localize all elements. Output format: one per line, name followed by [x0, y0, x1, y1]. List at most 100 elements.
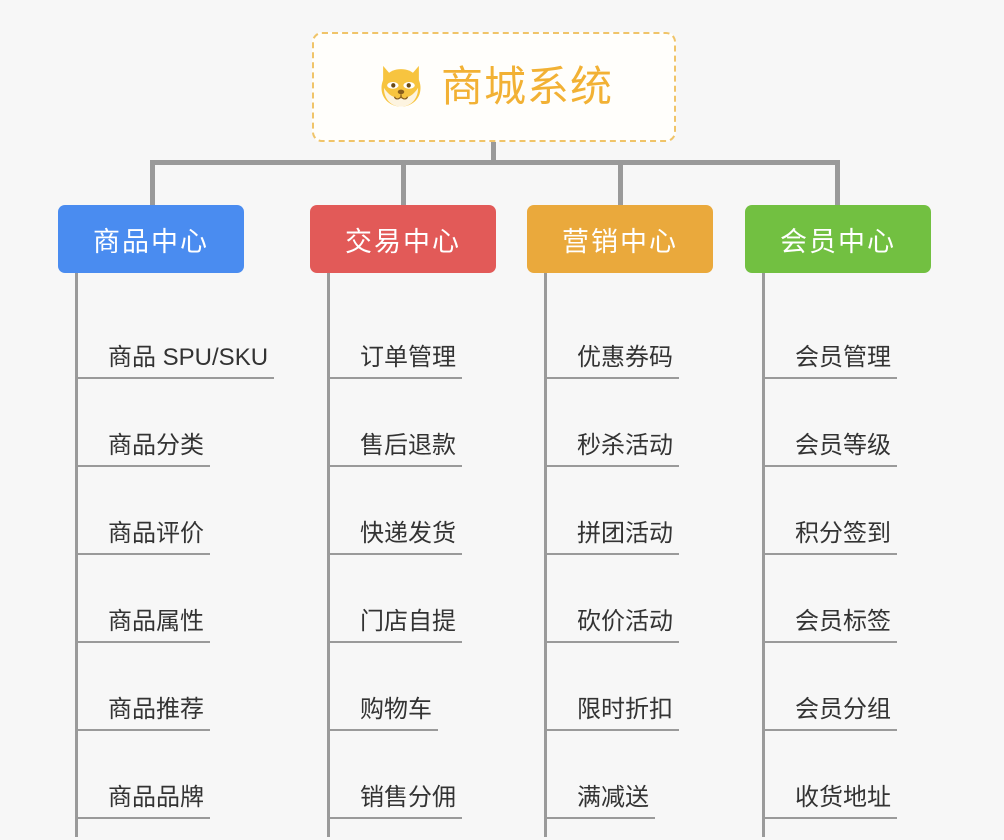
branch-label-4: 会员中心	[780, 226, 896, 257]
leaf-rule	[75, 729, 210, 731]
leaf-item[interactable]: 会员标签	[745, 555, 960, 643]
leaf-label: 会员分组	[795, 695, 891, 723]
leaf-rule	[75, 641, 210, 643]
leaf-rule	[762, 465, 897, 467]
leaf-item[interactable]: 积分签到	[745, 467, 960, 555]
leaf-rule	[327, 465, 462, 467]
leaf-item[interactable]: 砍价活动	[527, 555, 742, 643]
leaf-label: 商品推荐	[108, 695, 204, 723]
leaf-label: 会员标签	[795, 607, 891, 635]
leaf-rule	[544, 377, 679, 379]
leaf-label: 快递发货	[360, 519, 456, 547]
leaf-rule	[544, 641, 679, 643]
leaf-rule	[544, 465, 679, 467]
leaf-label: 会员等级	[795, 431, 891, 459]
leaf-label: 积分签到	[795, 519, 891, 547]
leaf-item[interactable]: 商品属性	[58, 555, 308, 643]
branch-column-2: 交易中心 订单管理 售后退款 快递发货 门店自提 购物车	[310, 205, 525, 837]
leaf-label: 收货地址	[795, 783, 891, 811]
branch-spine-4	[762, 273, 765, 837]
leaf-item[interactable]: 会员分组	[745, 643, 960, 731]
connector-root-stem	[491, 142, 496, 164]
leaf-rule	[762, 553, 897, 555]
branch-header-2[interactable]: 交易中心	[310, 205, 496, 273]
leaf-rule	[75, 465, 210, 467]
branch-label-3: 营销中心	[562, 226, 678, 257]
leaf-rule	[327, 553, 462, 555]
leaf-item[interactable]: 售后退款	[310, 379, 525, 467]
branch-spine-2	[327, 273, 330, 837]
leaf-label: 商品分类	[108, 431, 204, 459]
leaf-label: 门店自提	[360, 607, 456, 635]
leaf-label: 满减送	[577, 783, 649, 811]
leaf-rule	[75, 377, 274, 379]
root-title: 商城系统	[440, 63, 613, 110]
leaf-rule	[327, 817, 462, 819]
leaf-rule	[544, 729, 679, 731]
leaf-item[interactable]: 商品分类	[58, 379, 308, 467]
leaf-label: 砍价活动	[577, 607, 673, 635]
leaf-list-4: 会员管理 会员等级 积分签到 会员标签 会员分组 收货地址	[745, 273, 960, 819]
connector-drop-1	[150, 160, 155, 205]
leaf-item[interactable]: 优惠券码	[527, 291, 742, 379]
leaf-rule	[762, 377, 897, 379]
leaf-list-3: 优惠券码 秒杀活动 拼团活动 砍价活动 限时折扣 满减送	[527, 273, 742, 819]
connector-drop-4	[835, 160, 840, 205]
leaf-label: 售后退款	[360, 431, 456, 459]
root-node[interactable]: 商城系统	[312, 32, 676, 142]
leaf-rule	[327, 729, 438, 731]
leaf-item[interactable]: 商品品牌	[58, 731, 308, 819]
leaf-label: 购物车	[360, 695, 432, 723]
leaf-rule	[762, 729, 897, 731]
leaf-rule	[75, 553, 210, 555]
leaf-label: 优惠券码	[577, 343, 673, 371]
leaf-label: 拼团活动	[577, 519, 673, 547]
branch-label-2: 交易中心	[345, 226, 461, 257]
branch-spine-3	[544, 273, 547, 837]
leaf-label: 订单管理	[360, 343, 456, 371]
leaf-label: 商品 SPU/SKU	[108, 343, 269, 371]
leaf-label: 会员管理	[795, 343, 891, 371]
leaf-rule	[762, 641, 897, 643]
branch-header-1[interactable]: 商品中心	[58, 205, 244, 273]
connector-drop-3	[618, 160, 623, 205]
branch-column-3: 营销中心 优惠券码 秒杀活动 拼团活动 砍价活动 限时折扣	[527, 205, 742, 837]
branch-header-3[interactable]: 营销中心	[527, 205, 713, 273]
leaf-rule	[327, 641, 462, 643]
branch-column-1: 商品中心 商品 SPU/SKU 商品分类 商品评价 商品属性 商品推荐	[58, 205, 308, 837]
leaf-item[interactable]: 购物车	[310, 643, 525, 731]
connector-horizontal-bus	[150, 160, 840, 165]
leaf-list-1: 商品 SPU/SKU 商品分类 商品评价 商品属性 商品推荐 商品品牌	[58, 273, 308, 819]
leaf-label: 销售分佣	[360, 783, 456, 811]
leaf-list-2: 订单管理 售后退款 快递发货 门店自提 购物车 销售分佣	[310, 273, 525, 819]
leaf-item[interactable]: 拼团活动	[527, 467, 742, 555]
leaf-rule	[544, 817, 655, 819]
leaf-item[interactable]: 秒杀活动	[527, 379, 742, 467]
leaf-rule	[75, 817, 210, 819]
leaf-item[interactable]: 订单管理	[310, 291, 525, 379]
leaf-item[interactable]: 满减送	[527, 731, 742, 819]
leaf-rule	[327, 377, 462, 379]
branch-header-4[interactable]: 会员中心	[745, 205, 931, 273]
leaf-item[interactable]: 门店自提	[310, 555, 525, 643]
leaf-label: 限时折扣	[577, 695, 673, 723]
branch-spine-1	[75, 273, 78, 837]
branch-label-1: 商品中心	[93, 226, 209, 257]
leaf-rule	[762, 817, 897, 819]
leaf-item[interactable]: 商品 SPU/SKU	[58, 291, 308, 379]
leaf-rule	[544, 553, 679, 555]
leaf-item[interactable]: 会员等级	[745, 379, 960, 467]
leaf-item[interactable]: 收货地址	[745, 731, 960, 819]
leaf-item[interactable]: 快递发货	[310, 467, 525, 555]
leaf-label: 商品品牌	[108, 783, 204, 811]
leaf-item[interactable]: 销售分佣	[310, 731, 525, 819]
connector-drop-2	[401, 160, 406, 205]
branch-column-4: 会员中心 会员管理 会员等级 积分签到 会员标签 会员分组	[745, 205, 960, 837]
leaf-item[interactable]: 商品评价	[58, 467, 308, 555]
leaf-label: 秒杀活动	[577, 431, 673, 459]
leaf-item[interactable]: 限时折扣	[527, 643, 742, 731]
leaf-item[interactable]: 会员管理	[745, 291, 960, 379]
shiba-dog-face-icon	[381, 65, 421, 107]
leaf-item[interactable]: 商品推荐	[58, 643, 308, 731]
